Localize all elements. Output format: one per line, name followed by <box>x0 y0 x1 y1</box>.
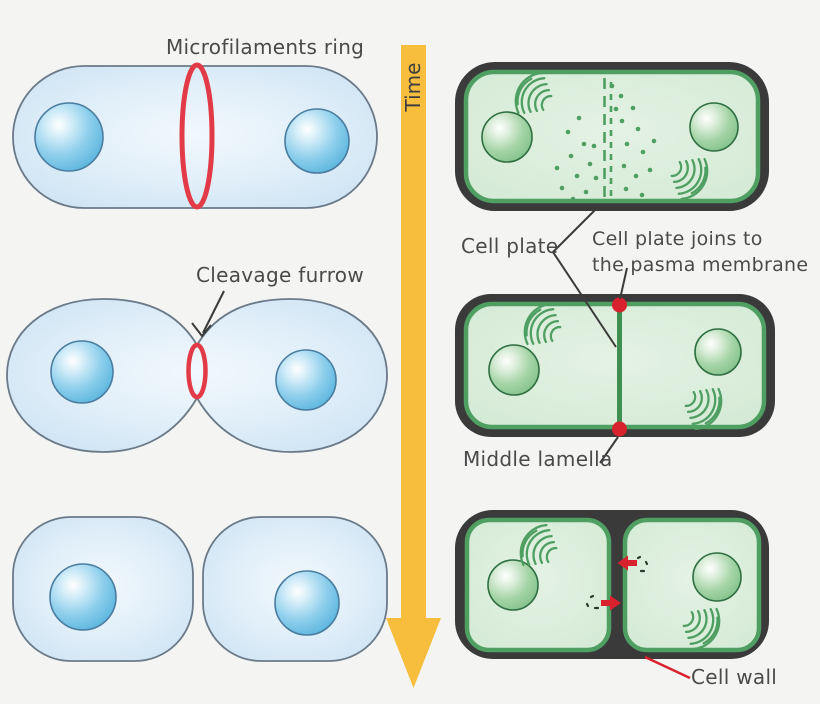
nucleus <box>284 108 350 174</box>
cleavage-furrow-label: Cleavage furrow <box>196 263 364 287</box>
plant-cell-stage-3 <box>455 510 769 659</box>
nucleus <box>689 102 739 152</box>
cell-plate-pointer-line <box>551 204 617 348</box>
nucleus <box>275 349 337 411</box>
nucleus <box>694 328 742 376</box>
middle-lamella-dot <box>612 421 627 437</box>
time-axis-label: Time <box>401 62 425 112</box>
contracted-microfilament-ring <box>186 342 208 400</box>
nucleus <box>488 344 540 396</box>
microfilaments-ring-label: Microfilaments ring <box>166 35 365 59</box>
vesicle-dots <box>554 83 657 202</box>
animal-cell-stage-1 <box>12 62 378 210</box>
time-arrow-icon <box>386 45 441 688</box>
nucleus <box>692 552 742 602</box>
animal-cell-stage-2 <box>6 290 388 453</box>
plate-membrane-junction-dot <box>612 297 627 313</box>
cell-plate-joins-label: Cell plate joins to the pasma membrane <box>592 226 808 278</box>
animal-cell-stage-3 <box>12 516 388 662</box>
plant-cell-stage-1 <box>455 62 769 211</box>
plate-junction-pointer-line <box>619 267 628 300</box>
forming-cell-plate <box>603 78 613 201</box>
nucleus <box>34 102 104 172</box>
nucleus <box>481 111 533 163</box>
plant-cell-membrane <box>463 69 761 204</box>
nucleus <box>49 563 117 631</box>
microfilament-ring <box>179 62 215 210</box>
cell-plate-label: Cell plate <box>461 234 559 258</box>
cell-plate-joins-line2: the pasma membrane <box>592 254 809 276</box>
cell-plate-joins-line1: Cell plate joins to <box>592 228 763 250</box>
nucleus <box>487 559 539 611</box>
nucleus <box>274 570 340 636</box>
middle-lamella-label: Middle lamella <box>463 447 613 471</box>
daughter-plant-cell <box>622 517 762 653</box>
nucleus <box>50 340 114 404</box>
cell-wall-label: Cell wall <box>691 665 778 689</box>
wall-material-speckles <box>585 555 649 610</box>
wall-deposit-arrow-right <box>601 595 621 611</box>
cleavage-furrow-pointer-line <box>191 290 225 338</box>
cell-wall-pointer-line <box>644 655 691 680</box>
wall-deposit-arrow-left <box>617 555 637 571</box>
middle-lamella-pointer-line <box>599 436 619 464</box>
plant-cell-stage-2 <box>455 294 775 437</box>
